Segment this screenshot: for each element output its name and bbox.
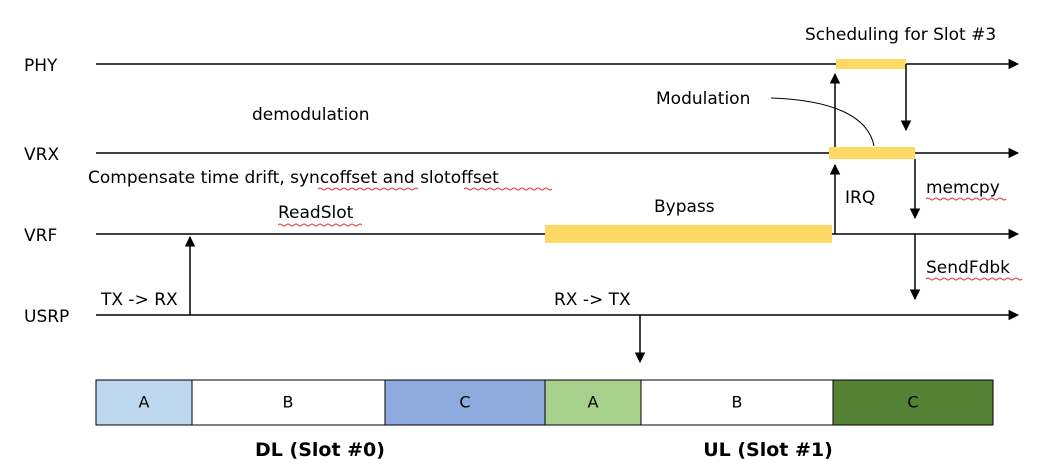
demodulation-label: demodulation bbox=[252, 105, 369, 125]
spellcheck-underline-readslot bbox=[277, 223, 363, 227]
segment-rect bbox=[832, 379, 994, 426]
ul-slot-caption: UL (Slot #1) bbox=[703, 439, 833, 461]
and-word: and bbox=[377, 168, 420, 188]
readslot-label: ReadSlot bbox=[278, 203, 354, 223]
syncoffset-term: syncoffset bbox=[290, 168, 377, 188]
segment-label: B bbox=[732, 393, 743, 412]
scheduling-label: Scheduling for Slot #3 bbox=[805, 25, 996, 45]
sendfdbk-label: SendFdbk bbox=[926, 258, 1010, 278]
segment-3: A bbox=[544, 379, 642, 426]
lane-label-vrf: VRF bbox=[24, 226, 57, 246]
slotoffset-term: slotoffset bbox=[420, 168, 499, 188]
slot-segment-bar: A B C A B C bbox=[95, 379, 994, 426]
segment-rect bbox=[640, 379, 834, 426]
segment-label: B bbox=[283, 393, 294, 412]
memcpy-label: memcpy bbox=[926, 178, 1000, 198]
segment-5: C bbox=[832, 379, 994, 426]
tx-rx-label: TX -> RX bbox=[100, 290, 178, 310]
segment-rect bbox=[95, 379, 193, 426]
bypass-label: Bypass bbox=[654, 197, 715, 217]
vrx-modulation-bar bbox=[829, 147, 915, 159]
spellcheck-underline-syncoffset bbox=[317, 187, 419, 191]
modulation-label: Modulation bbox=[656, 89, 750, 109]
irq-label: IRQ bbox=[845, 188, 875, 208]
vrf-bypass-bar bbox=[545, 225, 832, 243]
segment-rect bbox=[191, 379, 386, 426]
compensate-label: Compensate time drift, syncoffset and sl… bbox=[88, 168, 499, 188]
rx-tx-label: RX -> TX bbox=[554, 290, 631, 310]
lane-label-usrp: USRP bbox=[24, 307, 69, 327]
segment-4: B bbox=[640, 379, 834, 426]
compensate-prefix: Compensate time drift, bbox=[88, 168, 290, 188]
dl-slot-caption: DL (Slot #0) bbox=[255, 439, 385, 461]
segment-label: C bbox=[459, 393, 470, 412]
segment-2: C bbox=[384, 379, 546, 426]
lane-label-vrx: VRX bbox=[24, 145, 59, 165]
segment-0: A bbox=[95, 379, 193, 426]
segment-label: A bbox=[588, 393, 599, 412]
segment-label: C bbox=[907, 393, 918, 412]
phy-scheduling-bar bbox=[836, 59, 906, 69]
spellcheck-underline-memcpy bbox=[925, 197, 1007, 201]
lane-label-phy: PHY bbox=[24, 56, 58, 76]
segment-label: A bbox=[139, 393, 150, 412]
spellcheck-underline-sendfdbk bbox=[925, 277, 1023, 281]
segment-rect bbox=[544, 379, 642, 426]
modulation-callout-line bbox=[770, 97, 875, 147]
spellcheck-underline-slotoffset bbox=[463, 187, 553, 191]
segment-1: B bbox=[191, 379, 386, 426]
